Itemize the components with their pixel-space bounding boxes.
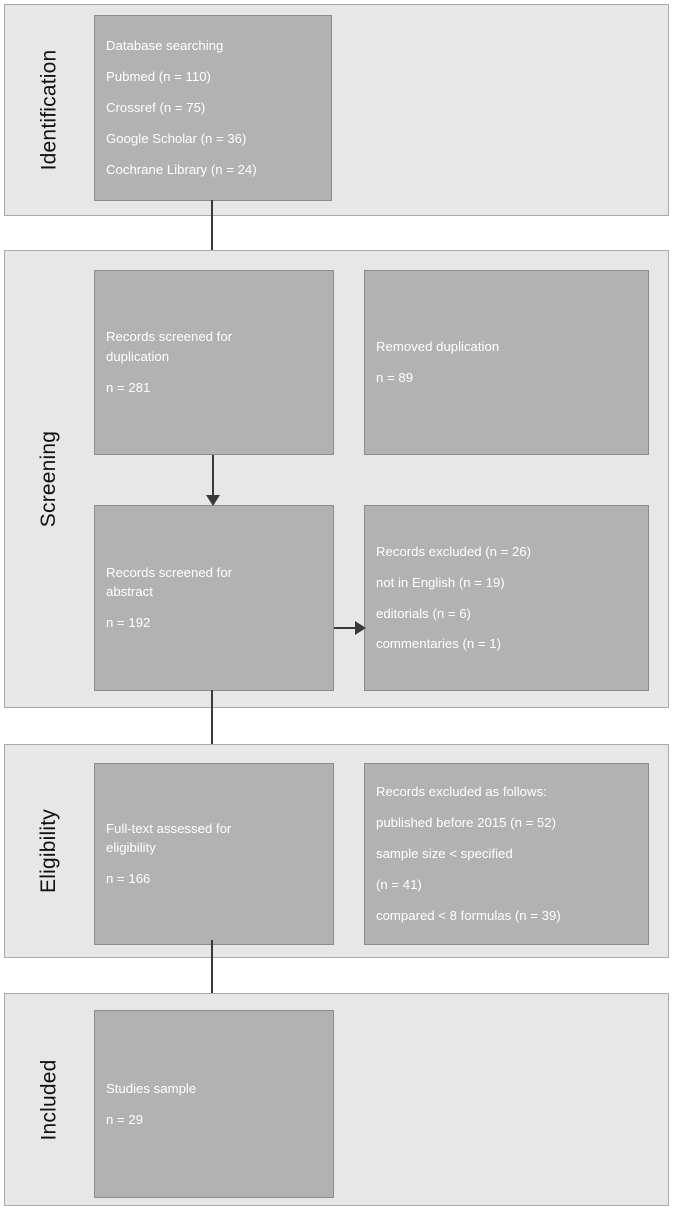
box-line: commentaries (n = 1)	[376, 636, 501, 652]
arrow-duplication-to-removed	[355, 621, 366, 635]
box-line: n = 89	[376, 370, 414, 385]
box-line: n = 192	[106, 615, 151, 631]
box-records-excluded-fulltext: Records excluded as follows: published b…	[364, 763, 649, 945]
connector-screening-to-eligibility	[211, 690, 213, 756]
box-line: Records screened for	[106, 564, 233, 580]
connector-duplication-to-abstract	[212, 455, 214, 501]
box-line: Crossref (n = 75)	[106, 100, 206, 116]
connector-identification-to-screening	[211, 200, 213, 262]
stage-label-eligibility: Eligibility	[5, 745, 93, 957]
stage-label-included-text: Included	[37, 1059, 60, 1140]
box-removed-duplication: Removed duplication n = 89	[364, 270, 649, 455]
box-line: Records screened for	[106, 329, 233, 345]
stage-eligibility: Eligibility Full-text assessed for eligi…	[4, 744, 669, 958]
connector-duplication-to-removed	[334, 627, 356, 629]
stage-label-screening: Screening	[5, 251, 93, 707]
stage-label-identification: Identification	[5, 5, 93, 215]
box-line: Full-text assessed for	[106, 820, 232, 836]
box-line: Pubmed (n = 110)	[106, 69, 211, 85]
stage-label-included: Included	[5, 994, 93, 1205]
stage-label-eligibility-text: Eligibility	[37, 809, 60, 893]
box-line: sample size < specified	[376, 846, 513, 862]
box-line: Records excluded as follows:	[376, 784, 547, 800]
box-line: duplication	[106, 348, 170, 364]
box-line: Studies sample	[106, 1080, 197, 1096]
stage-identification: Identification Database searching Pubmed…	[4, 4, 669, 216]
box-line: compared < 8 formulas (n = 39)	[376, 907, 561, 923]
box-studies-sample: Studies sample n = 29	[94, 1010, 334, 1198]
stage-label-identification-text: Identification	[37, 49, 60, 171]
box-database-searching: Database searching Pubmed (n = 110) Cros…	[94, 15, 332, 201]
box-line: Removed duplication	[376, 339, 500, 355]
box-records-screened-abstract: Records screened for abstract n = 192	[94, 505, 334, 691]
box-line: n = 281	[106, 379, 151, 395]
box-line: Cochrane Library (n = 24)	[106, 161, 257, 177]
box-line: not in English (n = 19)	[376, 574, 505, 590]
box-line: Google Scholar (n = 36)	[106, 130, 247, 146]
stage-label-screening-text: Screening	[37, 430, 60, 528]
stage-included: Included Studies sample n = 29	[4, 993, 669, 1206]
box-line: published before 2015 (n = 52)	[376, 815, 556, 831]
box-line: (n = 41)	[376, 876, 422, 892]
box-line: Database searching	[106, 38, 224, 54]
box-line: n = 29	[106, 1111, 144, 1127]
connector-eligibility-to-included	[211, 940, 213, 1006]
box-line: n = 166	[106, 871, 151, 887]
stage-screening: Screening Records screened for duplicati…	[4, 250, 669, 868]
box-records-excluded-abstract: Records excluded (n = 26) not in English…	[364, 505, 649, 691]
box-line: Records excluded (n = 26)	[376, 543, 532, 559]
box-line: abstract	[106, 584, 153, 600]
box-full-text-assessed: Full-text assessed for eligibility n = 1…	[94, 763, 334, 945]
box-records-screened-duplication: Records screened for duplication n = 281	[94, 270, 334, 455]
arrow-duplication-to-abstract	[206, 495, 220, 506]
box-line: eligibility	[106, 840, 156, 856]
box-line: editorials (n = 6)	[376, 605, 471, 621]
